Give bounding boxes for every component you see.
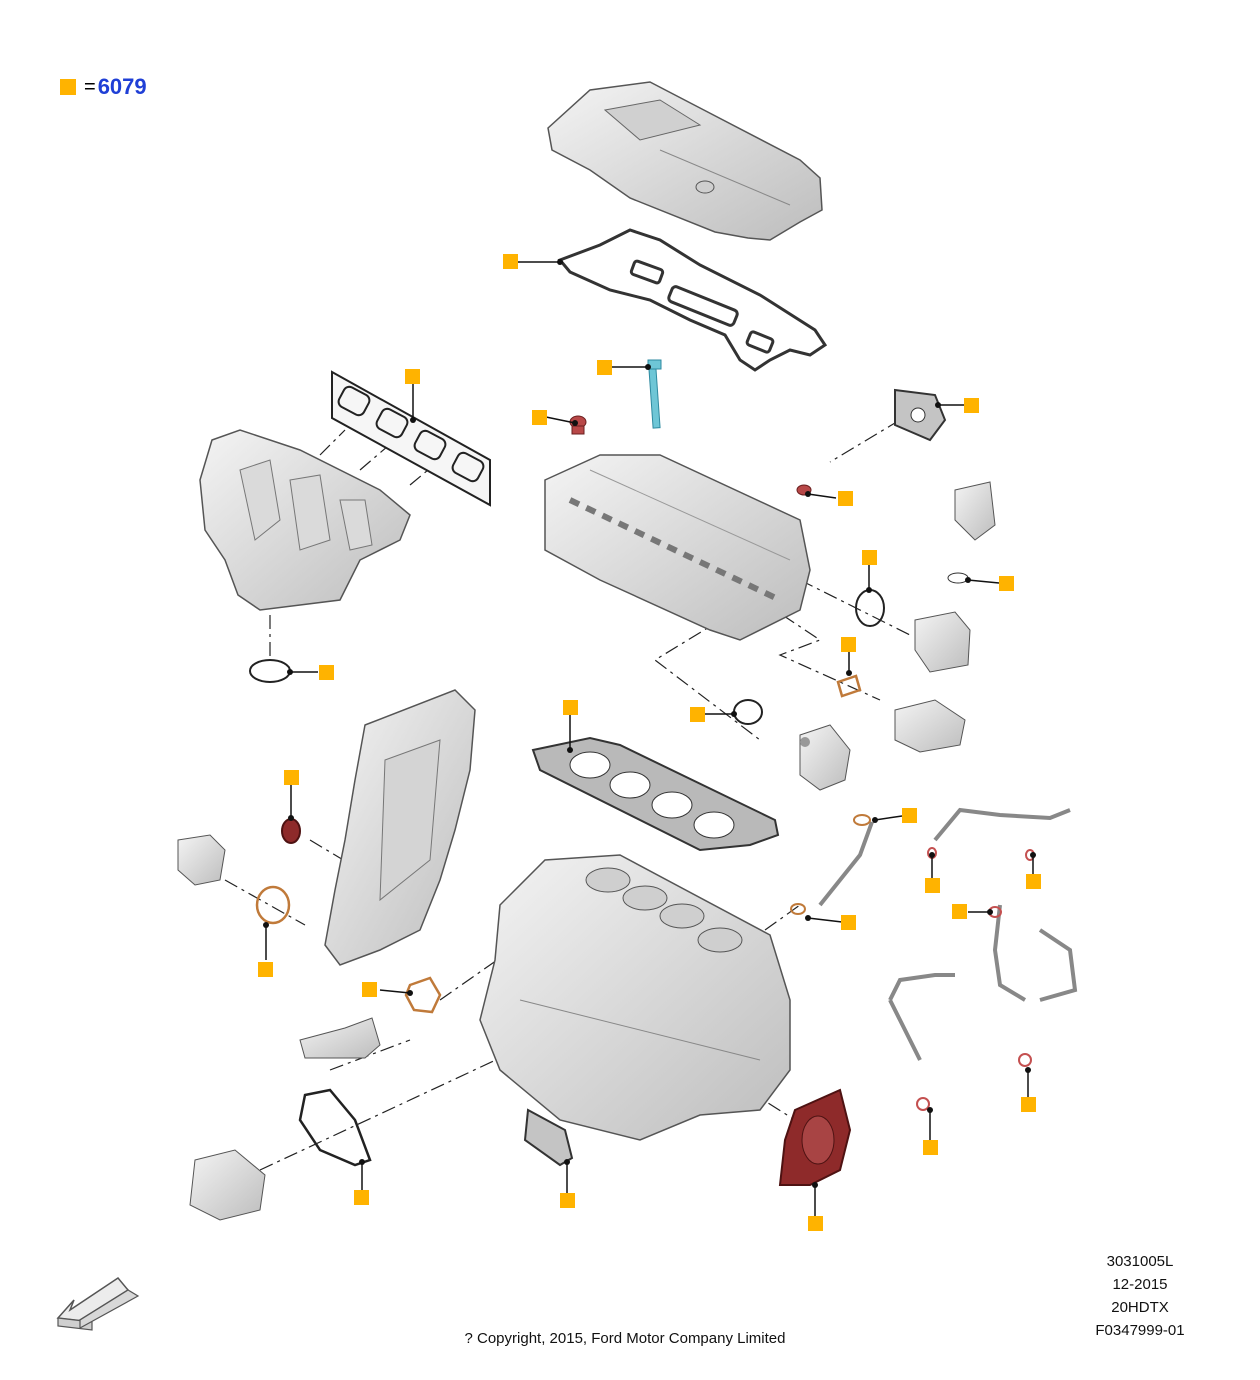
callout-box[interactable] <box>532 410 547 425</box>
callout-box[interactable] <box>258 962 273 977</box>
copyright-notice: ? Copyright, 2015, Ford Motor Company Li… <box>464 1330 786 1347</box>
callout-box[interactable] <box>690 707 705 722</box>
engine-code: 20HDTX <box>1111 1299 1169 1316</box>
callout-boxes[interactable] <box>258 254 1041 1231</box>
figure-number: F0347999-01 <box>1095 1322 1185 1339</box>
cylinder-block <box>479 854 791 1141</box>
thermostat-gasket <box>404 976 442 1014</box>
callout-box[interactable] <box>838 491 853 506</box>
fuel-pump <box>914 481 996 673</box>
cylinder-head <box>544 454 811 641</box>
legend-part-number: 6079 <box>97 74 147 99</box>
intake-manifold-gasket <box>331 370 491 507</box>
front-direction-arrow-icon <box>56 1277 140 1331</box>
vacuum-pump <box>799 724 851 791</box>
callout-box[interactable] <box>319 665 334 680</box>
turbo-oil-lines <box>818 807 1078 1061</box>
head-plugs <box>569 415 812 496</box>
front-cover-seal <box>281 818 301 844</box>
fuel-pump-seal <box>855 589 885 627</box>
callout-box[interactable] <box>1026 874 1041 889</box>
thermostat-housing <box>299 1017 381 1059</box>
head-bolt <box>647 359 662 429</box>
callout-box[interactable] <box>952 904 967 919</box>
callout-box[interactable] <box>964 398 979 413</box>
callout-box[interactable] <box>841 915 856 930</box>
water-pump <box>177 834 226 886</box>
front-cover <box>324 689 476 966</box>
callout-box[interactable] <box>808 1216 823 1231</box>
callout-box[interactable] <box>862 550 877 565</box>
oil-filter-gasket <box>298 1088 372 1167</box>
callout-box[interactable] <box>841 637 856 652</box>
fuel-pump-gasket <box>894 388 947 442</box>
callout-box[interactable] <box>925 878 940 893</box>
callout-box[interactable] <box>923 1140 938 1155</box>
legend-equals: = <box>84 75 96 98</box>
vacuum-pump-seal <box>733 699 763 725</box>
callout-box[interactable] <box>284 770 299 785</box>
manifold-o-ring <box>249 659 291 683</box>
head-gasket <box>531 736 780 852</box>
callout-dots <box>263 259 1036 1188</box>
cylinder-head-cover <box>547 81 823 241</box>
callout-box[interactable] <box>354 1190 369 1205</box>
water-pump-gasket <box>255 885 291 925</box>
rear-main-seal <box>778 1088 852 1186</box>
valve-cover-gasket <box>557 228 828 372</box>
callout-box[interactable] <box>1021 1097 1036 1112</box>
oil-filter-housing <box>189 1149 266 1221</box>
legend-swatch <box>60 79 76 95</box>
callout-leaders <box>265 261 1034 1216</box>
callout-box[interactable] <box>597 360 612 375</box>
callout-box[interactable] <box>999 576 1014 591</box>
water-outlet <box>894 699 966 753</box>
callout-box[interactable] <box>503 254 518 269</box>
callout-box[interactable] <box>902 808 917 823</box>
callout-box[interactable] <box>560 1193 575 1208</box>
diagram-id: 3031005L <box>1106 1253 1174 1270</box>
callout-box[interactable] <box>362 982 377 997</box>
diagram-metadata: 3031005L 12-2015 20HDTX F0347999-01 <box>1060 1250 1220 1342</box>
diagram-date: 12-2015 <box>1112 1276 1168 1293</box>
intake-manifold <box>199 429 411 611</box>
water-outlet-gasket <box>836 674 862 698</box>
callout-box[interactable] <box>563 700 578 715</box>
callout-box[interactable] <box>405 369 420 384</box>
pipe-seals <box>790 814 1035 1111</box>
legend: = 6079 <box>60 72 147 102</box>
